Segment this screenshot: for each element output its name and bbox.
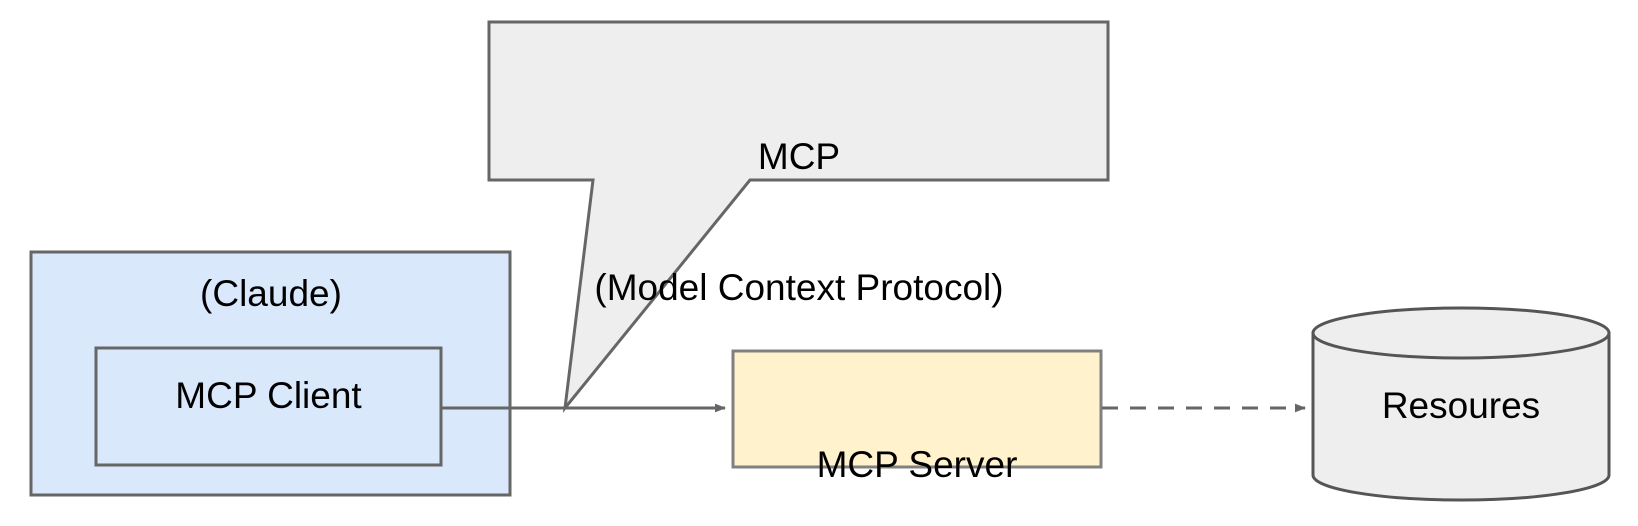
resources-cylinder-shape[interactable] xyxy=(1311,306,1611,502)
mcp-client-shape[interactable] xyxy=(94,346,443,467)
mcp-callout-shape[interactable] xyxy=(487,20,1110,413)
mcp-server-shape[interactable] xyxy=(731,349,1103,469)
